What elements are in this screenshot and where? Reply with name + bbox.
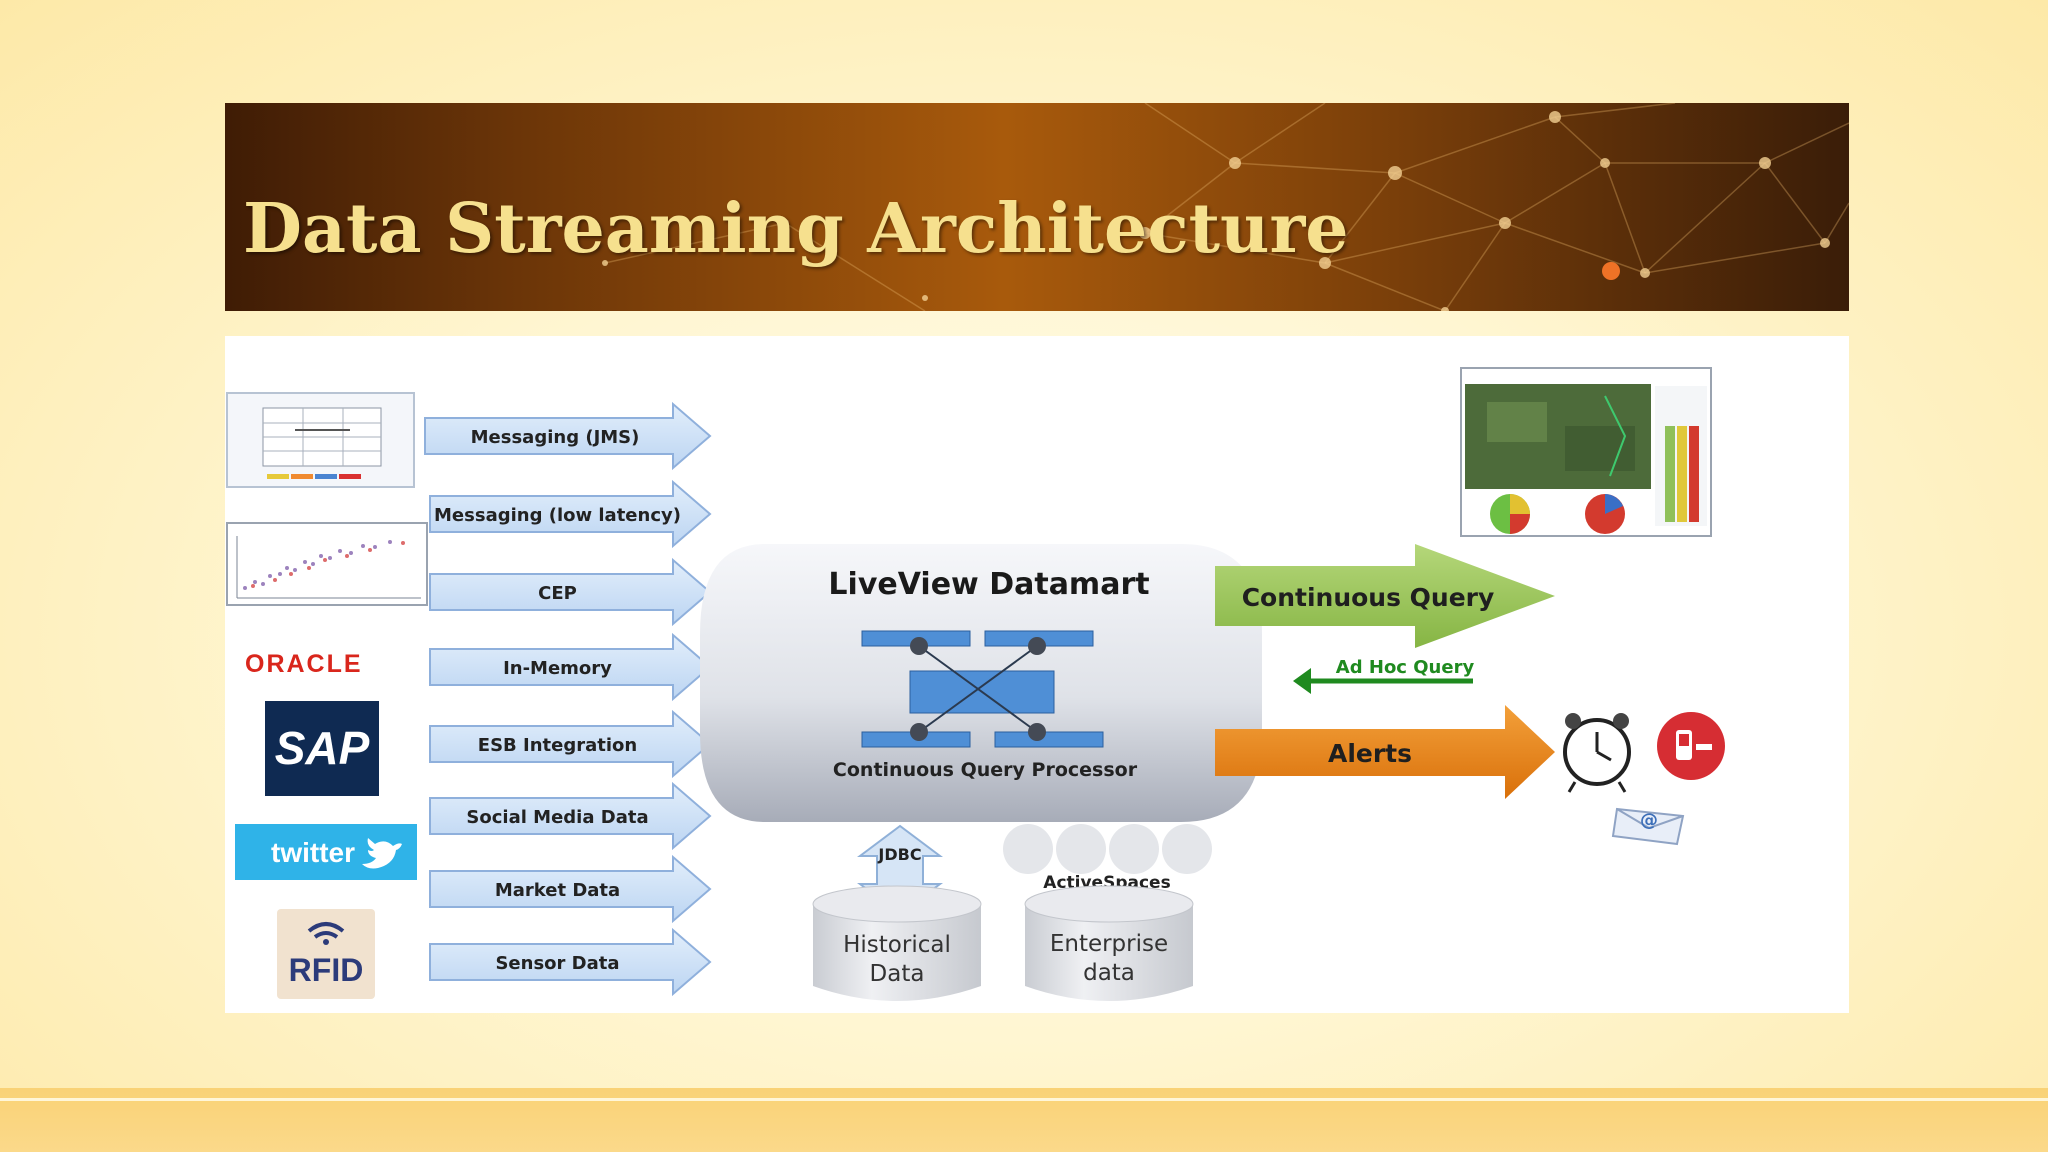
historical-label-line2: Data (870, 961, 925, 987)
input-arrow-label: Sensor Data (495, 953, 619, 974)
processor-label: Continuous Query Processor (833, 759, 1138, 781)
rfid-logo: RFID (277, 909, 375, 999)
input-arrow-label: Messaging (low latency) (434, 505, 681, 526)
oracle-logo: ORACLE (245, 650, 363, 678)
ad-hoc-query-arrow: Ad Hoc Query (1293, 657, 1474, 694)
historical-data-store: Historical Data (812, 885, 982, 1001)
input-arrow-1: Messaging (low latency) (429, 479, 712, 549)
clock-icon (1563, 713, 1631, 793)
jdbc-label: JDBC (877, 845, 921, 864)
title-banner: Data Streaming Architecture (225, 103, 1849, 311)
alerts-arrow: Alerts (1215, 705, 1555, 799)
input-arrow-4: ESB Integration (429, 709, 712, 779)
continuous-query-label: Continuous Query (1242, 583, 1495, 612)
input-arrow-3: In-Memory (429, 632, 712, 702)
email-icon: @ (1611, 807, 1685, 846)
mobile-alert-icon (1657, 712, 1725, 780)
input-arrow-label: Market Data (495, 880, 620, 901)
svg-text:@: @ (1640, 810, 1658, 831)
network-background (602, 103, 1849, 311)
activespaces-nodes: ActiveSpaces (1003, 824, 1212, 893)
liveview-datamart: LiveView Datamart Continuous Query Proce… (700, 544, 1262, 822)
svg-text:ORACLE: ORACLE (245, 650, 363, 678)
enterprise-label-line2: data (1083, 960, 1135, 986)
input-arrow-6: Market Data (429, 854, 712, 924)
svg-text:SAP: SAP (275, 722, 370, 774)
table-thumbnail (226, 392, 415, 488)
svg-text:RFID: RFID (289, 952, 364, 988)
diagram-canvas: ORACLE SAP twitter RFID Messaging (JMS)M… (226, 367, 1725, 1001)
ad-hoc-query-label: Ad Hoc Query (1336, 657, 1475, 678)
input-arrows: Messaging (JMS) Messaging (low latency) CE… (424, 401, 712, 997)
twitter-bird-icon (362, 838, 402, 869)
input-arrow-7: Sensor Data (429, 927, 712, 997)
datamart-title: LiveView Datamart (828, 567, 1149, 602)
enterprise-label-line1: Enterprise (1050, 931, 1168, 957)
input-arrow-label: In-Memory (503, 658, 612, 679)
sap-logo: SAP (265, 701, 379, 796)
query-processor-icon (861, 630, 1104, 748)
input-arrow-label: ESB Integration (478, 735, 637, 756)
svg-text:twitter: twitter (271, 837, 355, 868)
input-arrow-0: Messaging (JMS) (424, 401, 712, 471)
input-arrow-label: CEP (538, 583, 577, 604)
historical-label-line1: Historical (843, 932, 951, 958)
architecture-diagram: ORACLE SAP twitter RFID Messaging (JMS)M… (225, 336, 1849, 1013)
dashboard-screenshot (1460, 367, 1712, 537)
input-arrow-label: Social Media Data (466, 807, 648, 828)
input-arrow-2: CEP (429, 557, 712, 627)
alerts-label: Alerts (1328, 739, 1412, 768)
continuous-query-arrow: Continuous Query (1215, 544, 1555, 648)
enterprise-data-store: Enterprise data (1024, 885, 1194, 1001)
input-arrow-5: Social Media Data (429, 781, 712, 851)
slide-title: Data Streaming Architecture (243, 189, 1349, 269)
input-arrow-label: Messaging (JMS) (471, 427, 640, 448)
twitter-logo: twitter (235, 824, 417, 880)
scatter-thumbnail (226, 522, 428, 606)
bottom-band (0, 1088, 2048, 1152)
